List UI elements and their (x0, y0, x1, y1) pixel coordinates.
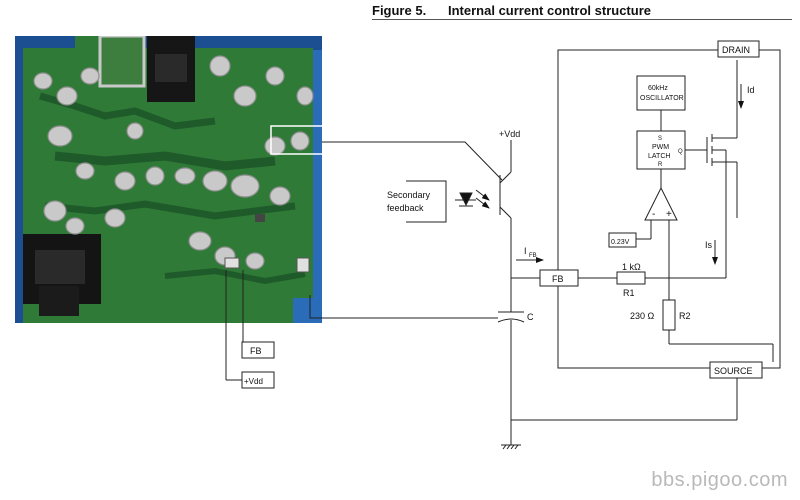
source-pin-label: SOURCE (714, 366, 753, 376)
r1-value-label: 1 kΩ (622, 262, 641, 272)
photo-vdd-label: +Vdd (244, 377, 263, 386)
oscillator-label: OSCILLATOR (640, 95, 684, 102)
ifb-subscript: FB (529, 253, 537, 259)
ifb-label: I (524, 246, 527, 256)
capacitor-label: C (527, 312, 534, 322)
figure-caption: Internal current control structure (448, 3, 651, 18)
secondary-feedback-label-1: Secondary (387, 190, 431, 200)
pcb-photo (15, 36, 322, 323)
secondary-feedback-label-2: feedback (387, 203, 424, 213)
drain-pin-label: DRAIN (722, 45, 750, 55)
photo-fb-label: FB (250, 346, 262, 356)
watermark-text: bbs.pigoo.com (651, 469, 788, 491)
vdd-top-label: +Vdd (499, 129, 520, 139)
id-current-label: Id (747, 85, 755, 95)
figure-number: Figure 5. (372, 3, 427, 18)
r1-name-label: R1 (623, 288, 635, 298)
title-underline (372, 19, 792, 20)
latch-r-label: R (658, 162, 663, 168)
fb-pin-label: FB (552, 274, 564, 284)
r2-value-label: 230 Ω (630, 311, 655, 321)
oscillator-freq-label: 60kHz (648, 85, 668, 92)
comparator-plus-label: + (666, 209, 672, 220)
latch-name-label: LATCH (648, 153, 670, 160)
r2-name-label: R2 (679, 311, 691, 321)
latch-s-label: S (658, 136, 662, 142)
latch-q-label: Q (678, 149, 683, 155)
latch-pwm-label: PWM (652, 144, 669, 151)
is-current-label: Is (705, 240, 713, 250)
comparator-minus-label: - (652, 209, 655, 220)
vref-label: 0.23V (611, 239, 630, 246)
